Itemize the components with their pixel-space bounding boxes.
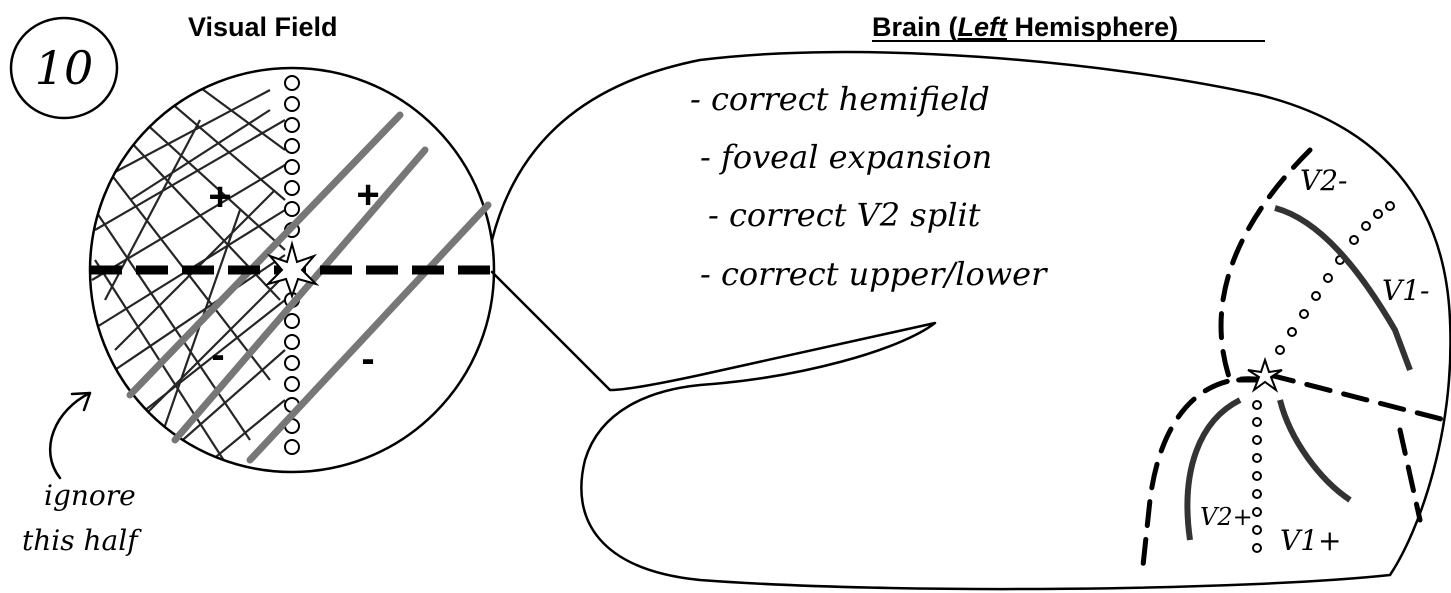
checklist-item-4: - correct upper/lower (700, 255, 1048, 293)
label-v1-minus: V1- (1382, 274, 1430, 307)
sign-upper-right: + (356, 173, 379, 217)
brain-heading: Brain (Left Hemisphere) (872, 12, 1178, 42)
brain-hatching (1187, 208, 1410, 540)
checklist-item-3: - correct V2 split (708, 196, 981, 234)
brain-outline (492, 52, 1450, 589)
problem-number: 10 (35, 41, 94, 95)
sign-lower-left: - (211, 333, 224, 377)
label-v2-plus: V2+ (1200, 503, 1253, 531)
ignore-arrow (50, 393, 90, 478)
ignore-note-line1: ignore (44, 479, 136, 512)
sign-upper-left: + (208, 175, 231, 219)
ignored-half-hatching (92, 80, 285, 470)
sign-lower-right: - (361, 337, 374, 381)
label-v1-plus: V1+ (1280, 524, 1342, 557)
checklist-item-1: - correct hemifield (690, 80, 990, 118)
checklist-item-2: - foveal expansion (700, 138, 992, 176)
ignore-note-line2: this half (22, 524, 142, 557)
label-v2-minus: V2- (1300, 164, 1348, 197)
visual-field-heading: Visual Field (188, 12, 338, 42)
